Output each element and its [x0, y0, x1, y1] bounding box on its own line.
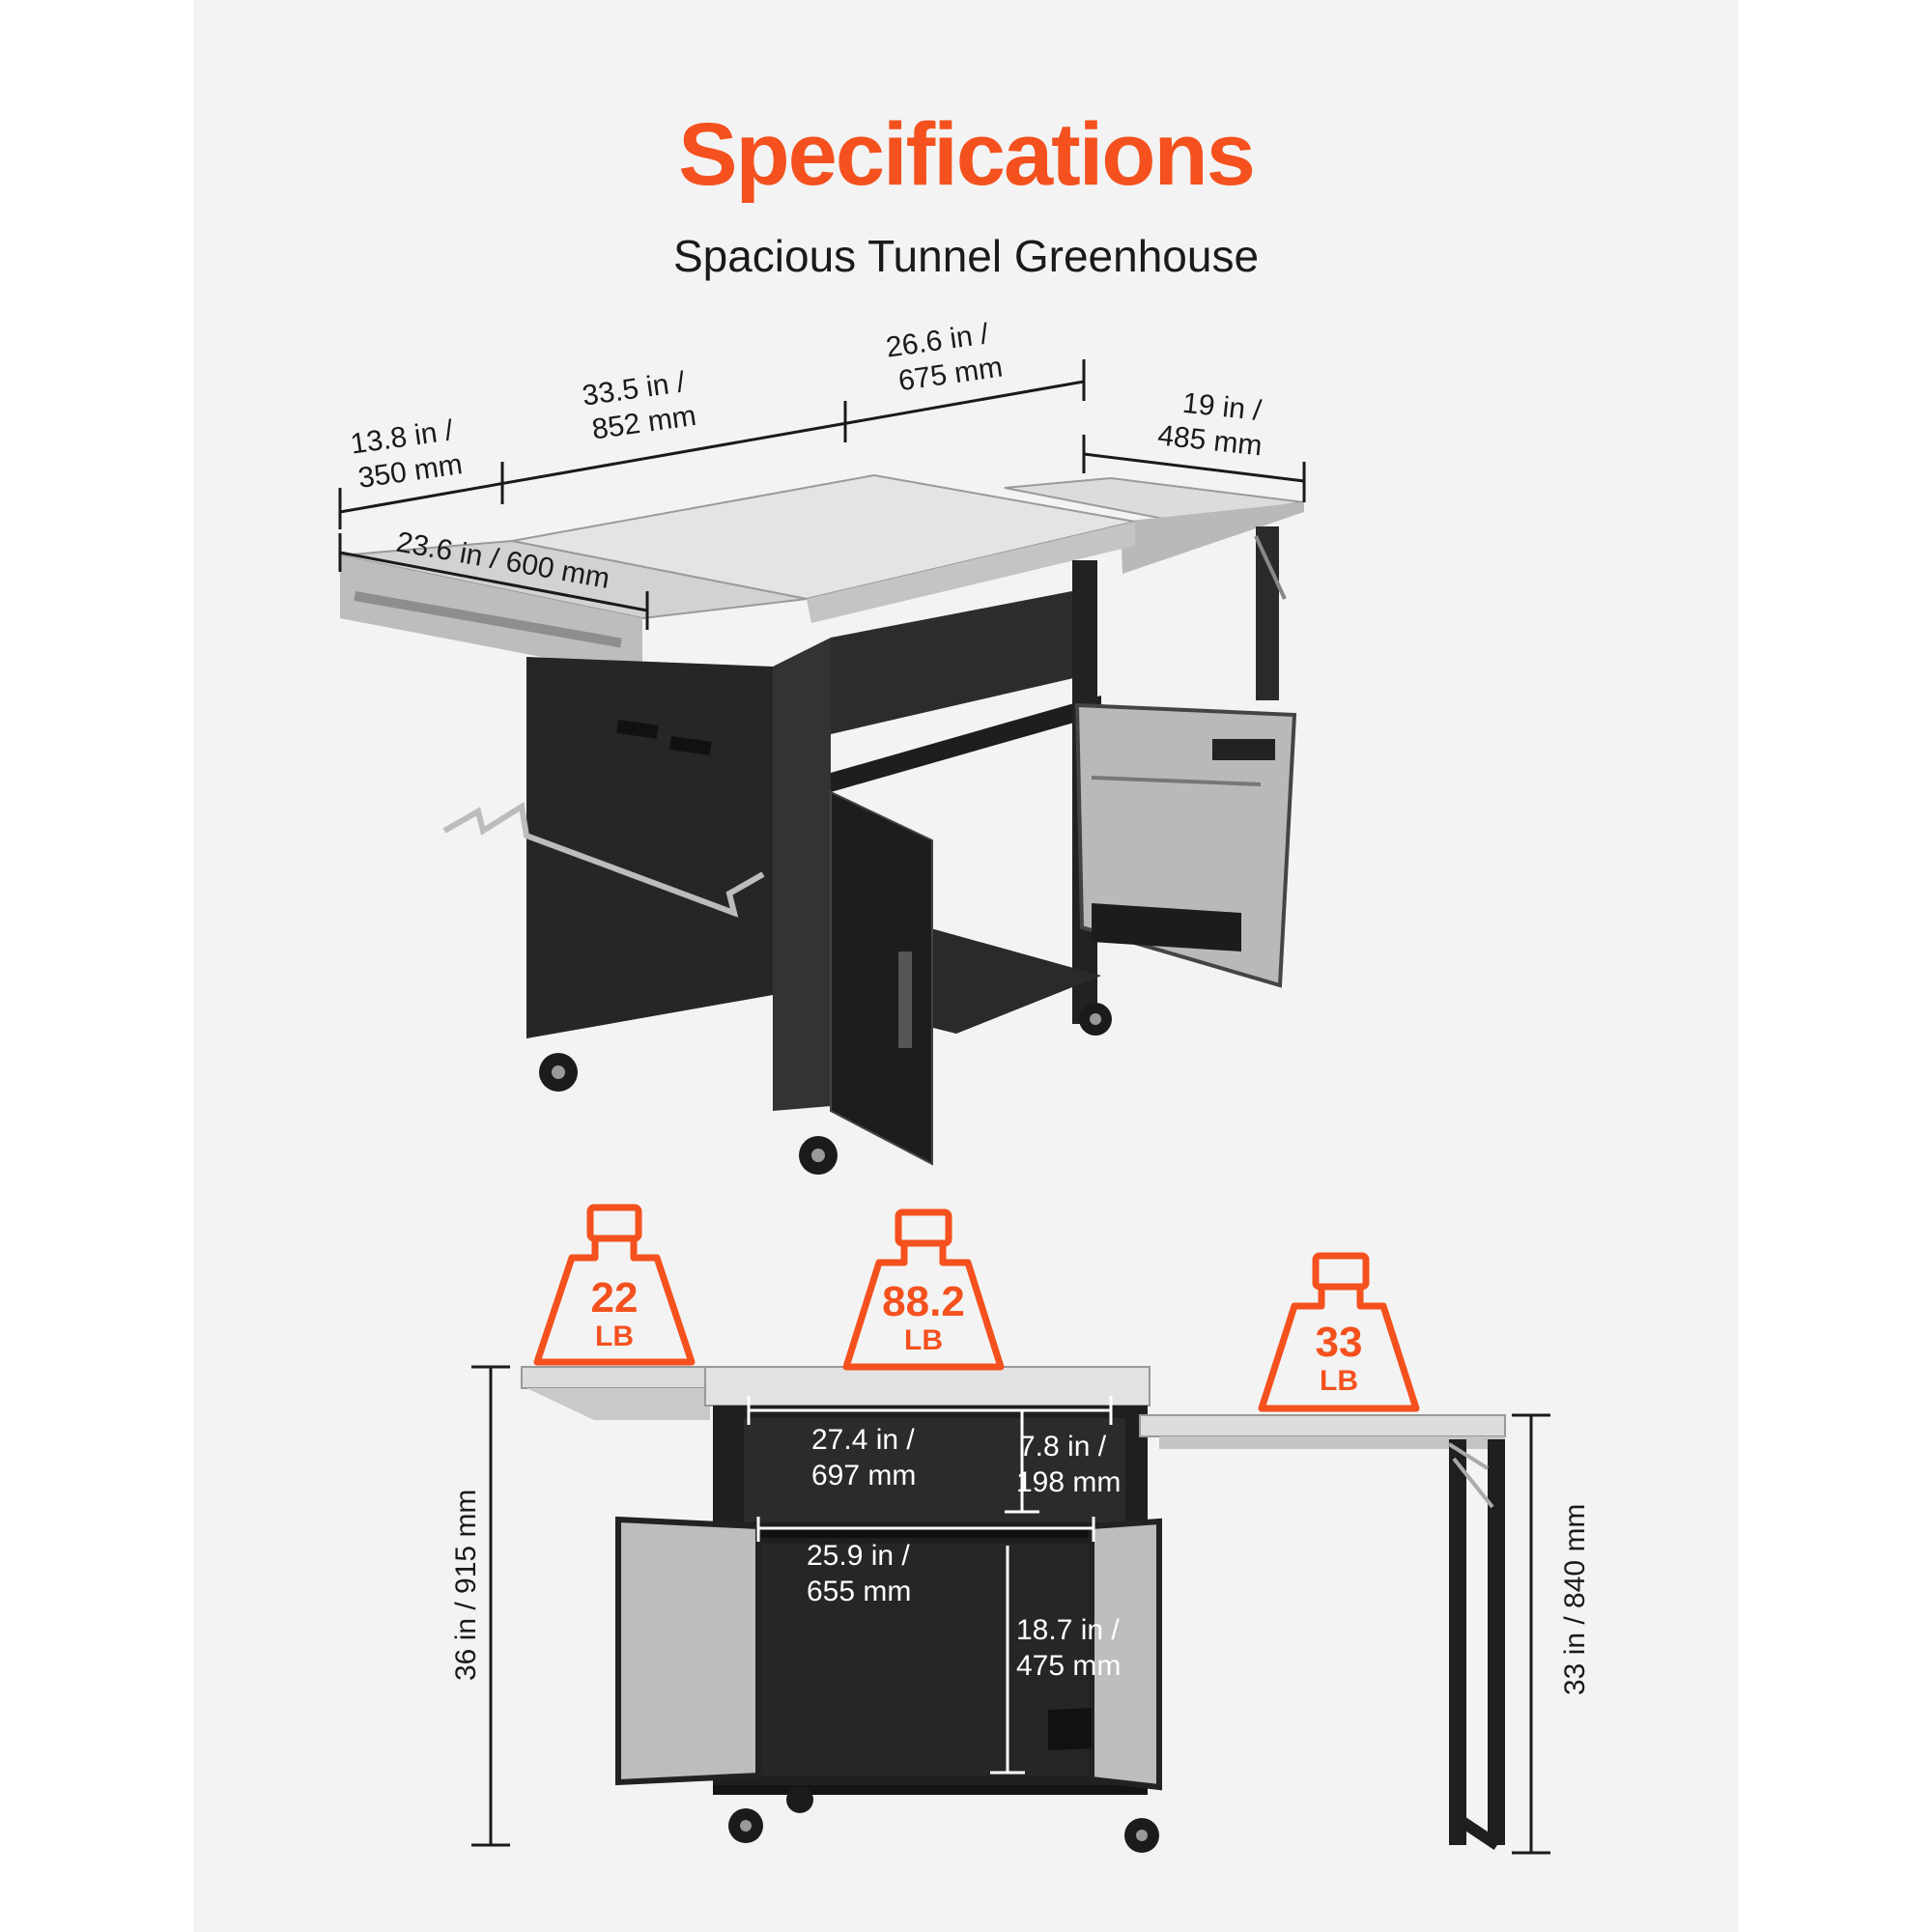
svg-text:697 mm: 697 mm — [811, 1460, 916, 1492]
page-subtitle: Spacious Tunnel Greenhouse — [672, 231, 1260, 281]
svg-text:198 mm: 198 mm — [1016, 1466, 1121, 1498]
dim-label-left-shelf-depth: 13.8 in / 350 mm — [349, 414, 465, 495]
svg-text:19 in /: 19 in / — [1180, 387, 1263, 427]
weight-icon-center: 88.2 LB — [842, 1208, 1005, 1371]
svg-text:88.2: 88.2 — [882, 1278, 965, 1325]
dim-label-drawer-width: 27.4 in / 697 mm — [811, 1424, 916, 1492]
cart-front-view — [521, 1366, 1506, 1853]
weight-icon-right: 33 LB — [1258, 1252, 1420, 1412]
top-dimension-lines — [338, 359, 1306, 630]
front-dimension-lines — [471, 1365, 1550, 1855]
svg-text:LB: LB — [1320, 1365, 1358, 1397]
dim-label-total-height: 36 in / 915 mm — [450, 1490, 482, 1681]
svg-text:33: 33 — [1316, 1319, 1363, 1366]
svg-text:475 mm: 475 mm — [1016, 1650, 1121, 1682]
svg-text:LB: LB — [595, 1321, 634, 1352]
svg-text:22: 22 — [591, 1274, 639, 1321]
svg-text:LB: LB — [904, 1324, 943, 1356]
svg-text:27.4 in /: 27.4 in / — [811, 1424, 915, 1456]
dim-label-shelf-height: 33 in / 840 mm — [1559, 1504, 1591, 1695]
svg-text:485 mm: 485 mm — [1156, 419, 1264, 462]
svg-text:25.9 in /: 25.9 in / — [807, 1540, 910, 1572]
dim-label-drawer-height: 7.8 in / 198 mm — [1016, 1431, 1121, 1498]
svg-text:7.8 in /: 7.8 in / — [1019, 1431, 1107, 1463]
svg-text:655 mm: 655 mm — [807, 1576, 911, 1607]
dim-label-main-depth: 26.6 in / 675 mm — [884, 318, 1005, 397]
cart-isometric-view — [339, 473, 1305, 1175]
svg-text:18.7 in /: 18.7 in / — [1016, 1614, 1120, 1646]
weight-icon-left: 22 LB — [533, 1204, 696, 1366]
dim-label-cabinet-width: 25.9 in / 655 mm — [807, 1540, 911, 1607]
dim-label-main-width: 33.5 in / 852 mm — [581, 366, 698, 446]
dim-label-right-shelf-width: 19 in / 485 mm — [1156, 387, 1264, 463]
dim-label-cabinet-height: 18.7 in / 475 mm — [1016, 1614, 1121, 1682]
page-title: Specifications — [678, 105, 1256, 204]
